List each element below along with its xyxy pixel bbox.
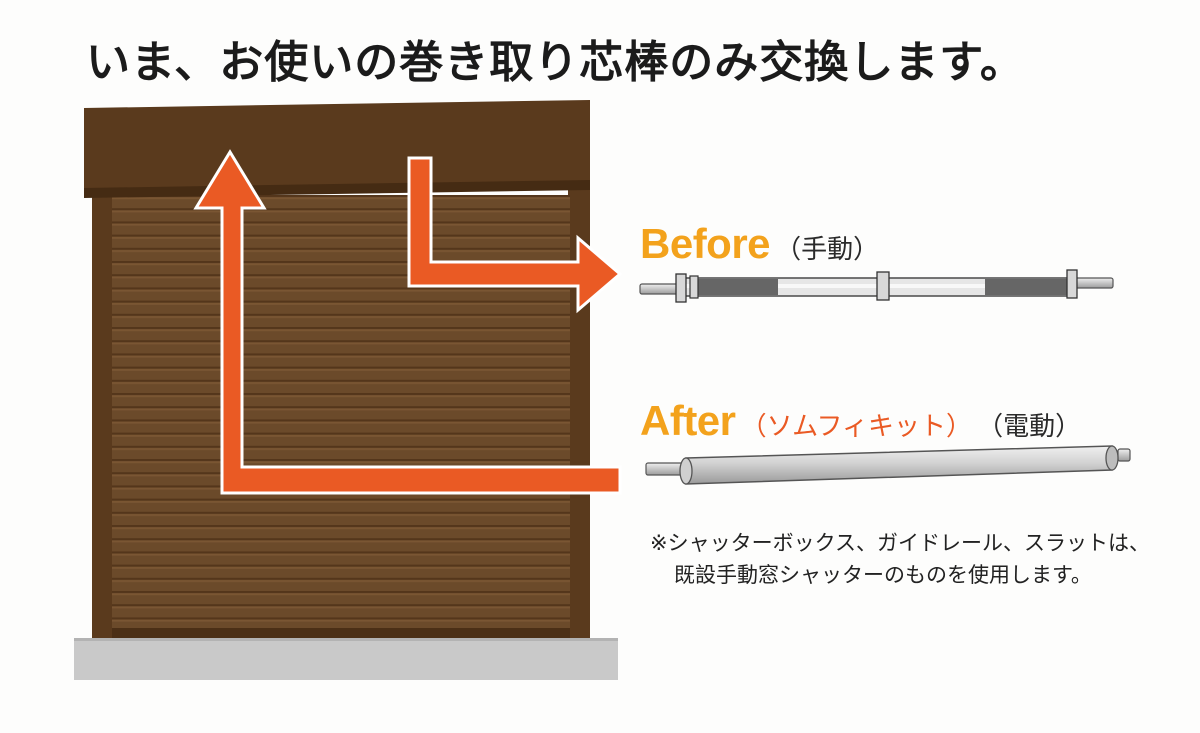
ground-slab — [74, 638, 618, 680]
before-shaft — [639, 269, 1114, 303]
usage-note-line1: ※シャッターボックス、ガイドレール、スラットは、 — [650, 531, 1150, 555]
usage-note-line2: 既設手動窓シャッターのものを使用します。 — [674, 563, 1092, 587]
usage-note: ※シャッターボックス、ガイドレール、スラットは、 既設手動窓シャッターのものを使… — [650, 527, 1150, 591]
after-mode: （電動） — [977, 412, 1082, 442]
arrow-to-before — [407, 156, 623, 314]
after-product: （ソムフィキット） — [740, 412, 973, 442]
before-mode: （手動） — [775, 235, 880, 265]
headline: いま、お使いの巻き取り芯棒のみ交換します。 — [86, 37, 1025, 88]
guide-rail-left — [92, 190, 114, 638]
arrow-from-after — [193, 149, 622, 495]
after-word: After — [640, 397, 736, 444]
after-label: After （ソムフィキット） （電動） — [640, 397, 1081, 445]
before-word: Before — [640, 220, 771, 267]
shutter-box — [84, 100, 590, 196]
after-motor-tube — [645, 445, 1131, 485]
before-label: Before （手動） — [640, 220, 879, 268]
